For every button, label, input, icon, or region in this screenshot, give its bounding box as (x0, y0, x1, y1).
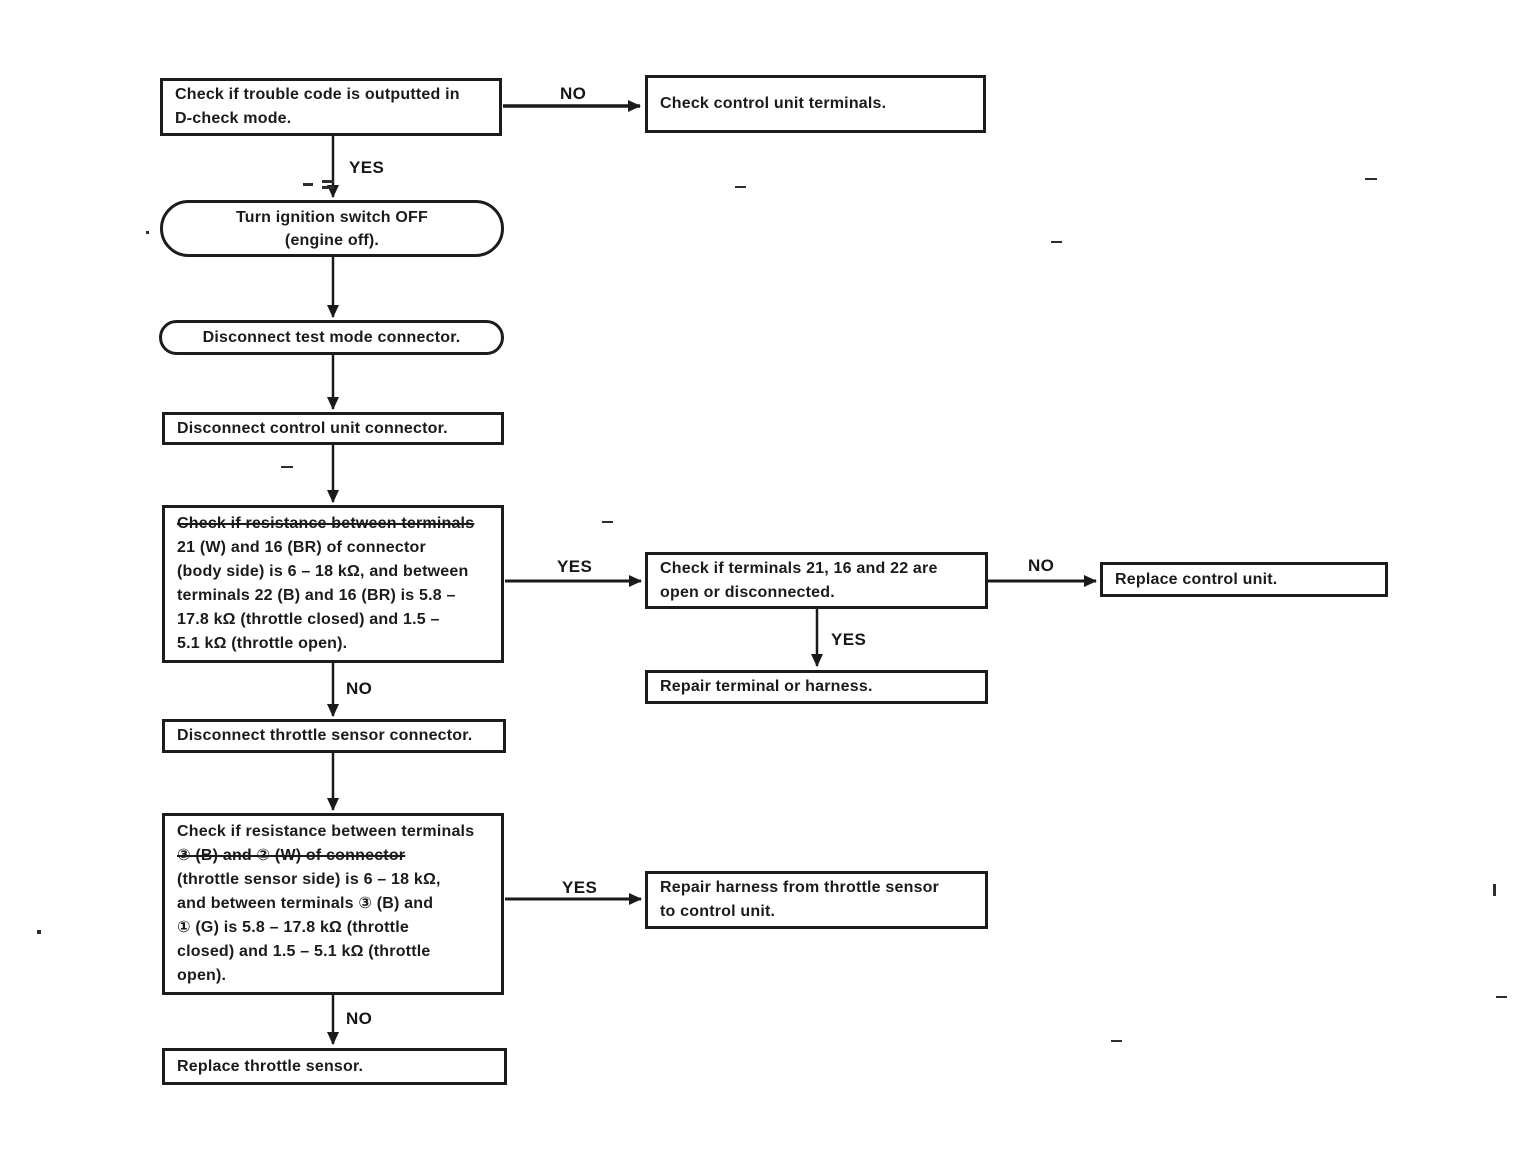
node-text-line: Check if terminals 21, 16 and 22 are (660, 559, 938, 577)
node-check-terminals-open: Check if terminals 21, 16 and 22 are ope… (645, 552, 988, 609)
edge-label-no: NO (346, 1009, 373, 1028)
edge-label-yes: YES (562, 878, 598, 897)
node-check-resistance-body-side: Check if resistance between terminals 21… (162, 505, 504, 663)
scan-artifact (1496, 996, 1507, 998)
scan-artifact (322, 186, 334, 189)
scan-artifact (303, 183, 313, 186)
node-text-line: and between terminals ③ (B) and (177, 895, 434, 912)
scan-artifact (1111, 1040, 1122, 1042)
node-text-line: 5.1 kΩ (throttle open). (177, 635, 348, 652)
node-text-line: Check if resistance between terminals (177, 823, 475, 840)
node-text-line: ③ (B) and ② (W) of connector (177, 847, 406, 864)
node-text-line: ① (G) is 5.8 – 17.8 kΩ (throttle (177, 919, 409, 936)
node-check-trouble-code: Check if trouble code is outputted in D-… (160, 78, 502, 136)
node-text-line: 17.8 kΩ (throttle closed) and 1.5 – (177, 611, 440, 628)
edge-label-no: NO (1028, 556, 1055, 575)
scan-artifact (602, 521, 613, 523)
node-text-line: D-check mode. (175, 110, 292, 127)
scan-artifact (37, 930, 41, 934)
edge-label-no: NO (560, 84, 587, 103)
node-disconnect-control-unit: Disconnect control unit connector. (162, 412, 504, 445)
scan-artifact (1365, 178, 1377, 180)
node-text-line: closed) and 1.5 – 5.1 kΩ (throttle (177, 943, 431, 960)
scan-artifact (1051, 241, 1062, 243)
scan-artifact (1493, 884, 1496, 896)
node-text-line: open). (177, 967, 227, 984)
node-text-line: open or disconnected. (660, 583, 835, 601)
node-replace-control-unit: Replace control unit. (1100, 562, 1388, 597)
scan-artifact (322, 180, 334, 183)
node-repair-terminal-harness: Repair terminal or harness. (645, 670, 988, 704)
node-text-line: (throttle sensor side) is 6 – 18 kΩ, (177, 871, 441, 888)
node-text-line: Check if trouble code is outputted in (175, 86, 460, 103)
node-text-line: Disconnect throttle sensor connector. (177, 727, 473, 744)
edge-label-yes: YES (557, 557, 593, 576)
edge-label-no: NO (346, 679, 373, 698)
node-disconnect-test-mode: Disconnect test mode connector. (159, 320, 504, 355)
scan-artifact (281, 466, 293, 468)
node-replace-throttle-sensor: Replace throttle sensor. (162, 1048, 507, 1085)
node-text-line: Check control unit terminals. (660, 95, 887, 112)
node-check-control-unit-terminals: Check control unit terminals. (645, 75, 986, 133)
scan-artifact (146, 231, 149, 234)
node-text-line: Disconnect test mode connector. (202, 329, 461, 346)
node-text-line: (body side) is 6 – 18 kΩ, and between (177, 563, 469, 580)
node-text-line: (engine off). (284, 231, 380, 249)
node-text-line: Replace control unit. (1115, 570, 1278, 588)
scan-artifact (735, 186, 746, 188)
node-text-line: to control unit. (660, 903, 776, 920)
node-text-line: Turn ignition switch OFF (235, 208, 429, 226)
node-text-line: Check if resistance between terminals (177, 515, 475, 532)
node-repair-harness-sensor: Repair harness from throttle sensor to c… (645, 871, 988, 929)
edge-label-yes: YES (349, 158, 385, 177)
node-disconnect-throttle-sensor: Disconnect throttle sensor connector. (162, 719, 506, 753)
node-text-line: Replace throttle sensor. (177, 1057, 364, 1075)
node-text-line: Repair harness from throttle sensor (660, 879, 940, 896)
node-text-line: Disconnect control unit connector. (177, 419, 448, 437)
node-text-line: Repair terminal or harness. (660, 678, 873, 695)
edge-label-yes: YES (831, 630, 867, 649)
node-turn-ignition-off: Turn ignition switch OFF (engine off). (160, 200, 504, 257)
node-text-line: terminals 22 (B) and 16 (BR) is 5.8 – (177, 587, 456, 604)
node-check-resistance-sensor-side: Check if resistance between terminals ③ … (162, 813, 504, 995)
node-text-line: 21 (W) and 16 (BR) of connector (177, 539, 426, 556)
